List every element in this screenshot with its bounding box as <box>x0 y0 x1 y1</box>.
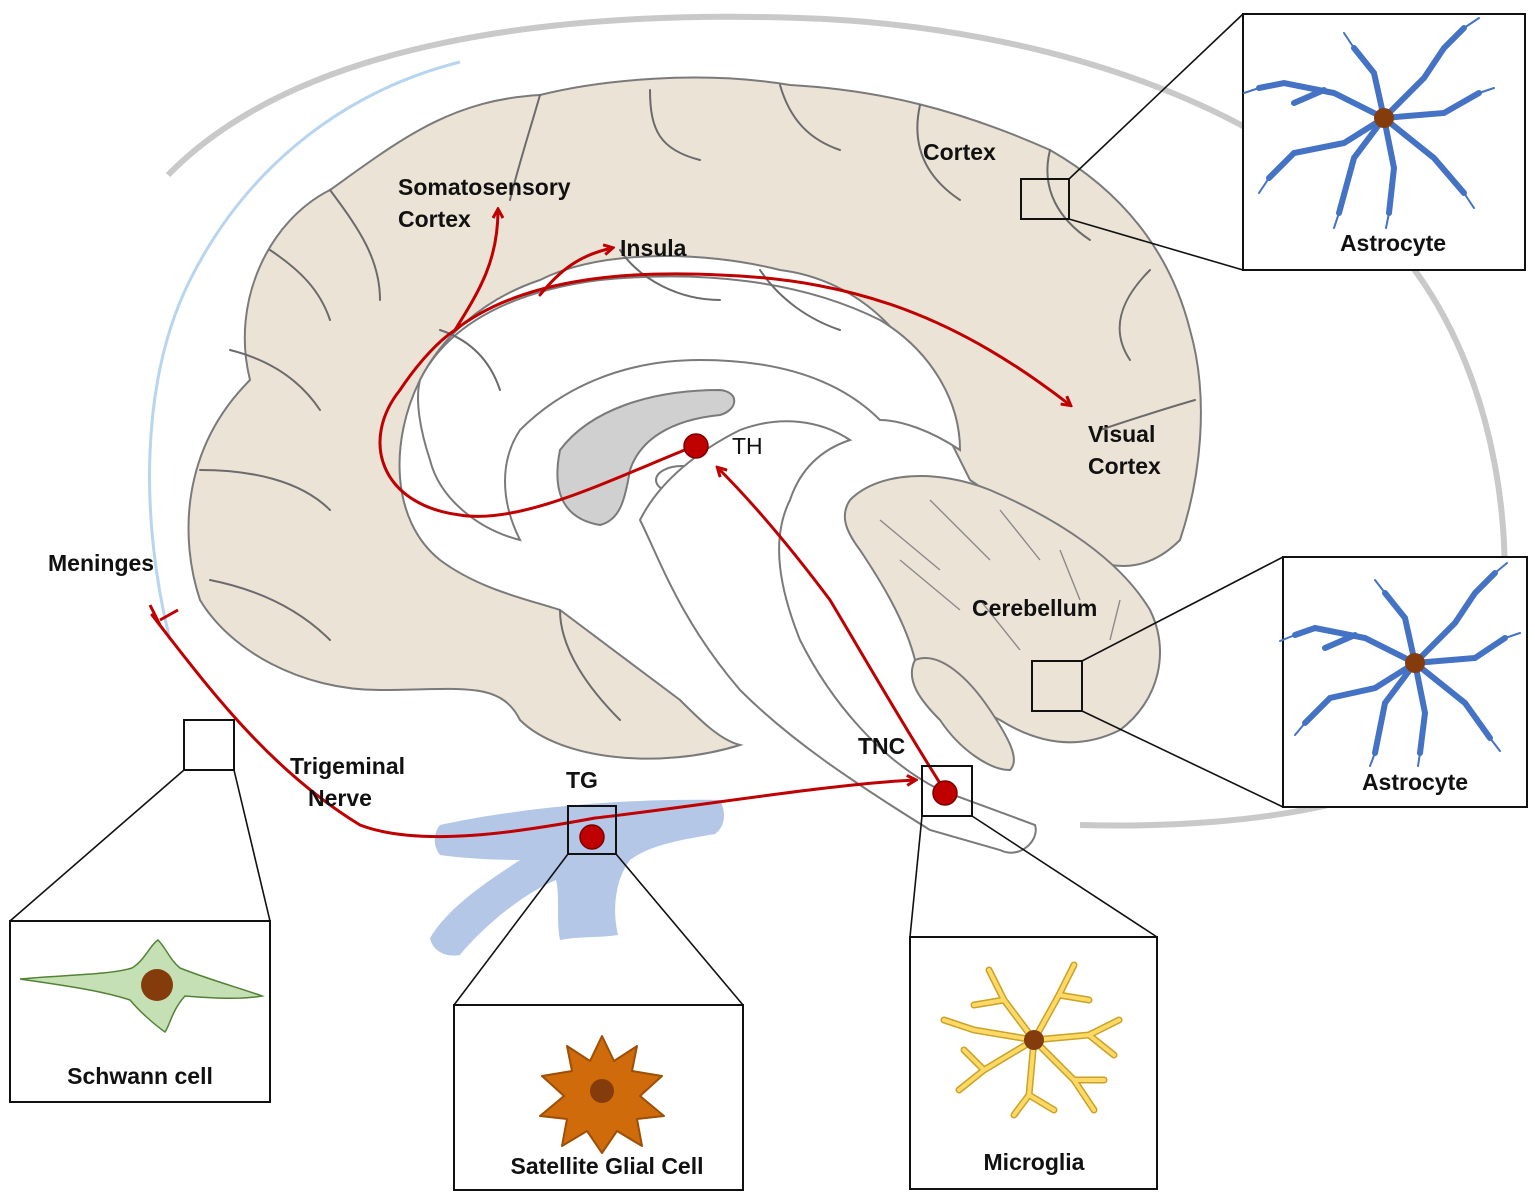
lateral-ventricle <box>556 388 736 527</box>
label-somatosensory-2: Cortex <box>398 206 471 232</box>
medulla-lobe <box>910 657 1015 772</box>
pain-pathway <box>148 210 1070 839</box>
label-astrocyte-top: Astrocyte <box>1340 230 1446 256</box>
astrocyte-top-panel <box>1242 13 1526 271</box>
label-cerebellum: Cerebellum <box>972 595 1097 621</box>
tg-sample-box <box>567 805 617 855</box>
label-visual-1: Visual <box>1088 421 1155 447</box>
label-tnc: TNC <box>858 733 905 759</box>
tg-neuron <box>579 824 605 850</box>
th-neuron <box>683 433 709 459</box>
meninges-line <box>148 60 461 641</box>
cortex-sample-box <box>1020 178 1070 220</box>
astrocyte-top-cell <box>1243 17 1495 229</box>
cerebellum-sample-box <box>1031 660 1083 712</box>
nerve-sample-box <box>183 719 235 771</box>
astrocyte-right-cell <box>1279 562 1521 767</box>
to-visual-path <box>453 272 1070 405</box>
schwann-cell <box>19 939 265 1034</box>
label-somatosensory-1: Somatosensory <box>398 174 571 200</box>
corpus-callosum <box>417 275 962 542</box>
zoom-connectors <box>9 13 1284 1006</box>
cortex-region <box>187 76 1202 760</box>
label-trigeminal-2: Nerve <box>308 785 372 811</box>
tnc-sample-box <box>921 765 973 817</box>
label-meninges: Meninges <box>48 550 154 576</box>
to-somatosensory-path <box>453 210 498 332</box>
trigeminal-ganglion <box>430 799 725 956</box>
microglia-cell <box>940 961 1123 1119</box>
meninges-terminal <box>148 604 162 626</box>
tnc-to-th-path <box>718 468 945 790</box>
label-trigeminal-1: Trigeminal <box>290 753 405 779</box>
label-microglia: Microglia <box>984 1149 1085 1175</box>
satellite-glial-cell <box>539 1035 665 1154</box>
cerebellum-folia <box>879 499 1121 651</box>
th-loop-path <box>378 328 694 518</box>
label-insula: Insula <box>620 235 687 261</box>
to-insula-path <box>538 248 612 297</box>
label-th: TH <box>732 433 763 459</box>
label-cortex: Cortex <box>923 139 996 165</box>
meninges-terminal-cap <box>159 608 179 622</box>
label-visual-2: Cortex <box>1088 453 1161 479</box>
label-satellite: Satellite Glial Cell <box>510 1153 703 1179</box>
brainstem <box>638 420 1037 854</box>
label-astrocyte-right: Astrocyte <box>1362 769 1468 795</box>
gyri-lines <box>199 84 1196 721</box>
trigeminal-nerve-path <box>150 613 915 839</box>
label-schwann: Schwann cell <box>67 1063 213 1089</box>
label-tg: TG <box>566 767 598 793</box>
astrocyte-right-panel <box>1282 556 1528 808</box>
tnc-neuron <box>932 780 958 806</box>
